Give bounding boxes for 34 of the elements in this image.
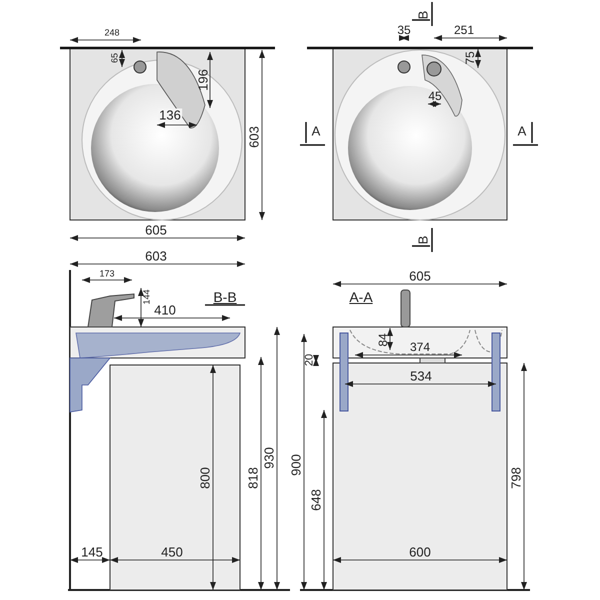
dimension-label: 605 [145, 224, 167, 236]
dimension-label: 605 [409, 270, 431, 282]
dimension-label: 600 [409, 546, 431, 558]
dimension-label: 45 [428, 90, 442, 102]
section-marker: A [312, 124, 320, 138]
dimension-label: 35 [397, 24, 411, 36]
dimension-label: 798 [510, 467, 522, 489]
dimension-label: 818 [246, 467, 260, 489]
dimension-label: 603 [248, 126, 260, 148]
dimension-label: 65 [110, 53, 120, 63]
dimension-label: 251 [454, 24, 474, 36]
dimension-label: 248 [104, 28, 120, 38]
dimension-label: 144 [142, 289, 152, 305]
section-title: B-B [213, 290, 237, 304]
dimension-label: 648 [310, 489, 322, 511]
section-marker: B [416, 10, 430, 20]
dimension-label: 20 [304, 354, 316, 366]
section-marker: A [518, 124, 526, 138]
dimension-label: 136 [158, 108, 182, 122]
dimension-label: 534 [410, 370, 432, 382]
dimension-label: 603 [145, 250, 167, 262]
dimension-label: 410 [154, 304, 176, 316]
section-marker: B [416, 236, 430, 244]
dimension-label: 800 [198, 467, 212, 489]
dimension-label: 173 [99, 270, 115, 278]
dimension-label: 196 [196, 69, 210, 91]
dimension-label: 75 [464, 51, 476, 65]
dimension-label: 374 [410, 341, 430, 353]
dimension-label: 145 [81, 546, 103, 558]
dimension-label: 930 [262, 447, 276, 469]
section-title: A-A [349, 290, 373, 304]
dimension-label: 84 [377, 333, 389, 347]
dimension-label: 900 [290, 454, 302, 476]
dimension-label: 450 [161, 546, 183, 558]
